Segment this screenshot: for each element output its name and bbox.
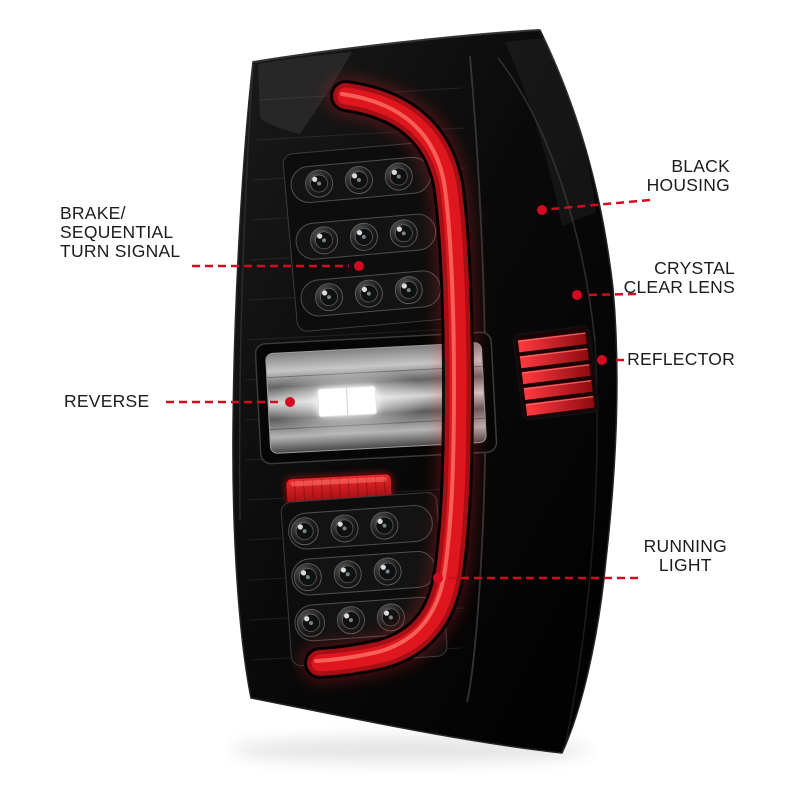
label-brake-sequential-turn-signal: BRAKE/ SEQUENTIAL TURN SIGNAL xyxy=(60,203,181,261)
running-light-bar xyxy=(301,77,478,682)
label-reverse: REVERSE xyxy=(64,391,150,411)
label-crystal-clear-lens: CRYSTAL CLEAR LENS xyxy=(623,258,735,297)
lens-sheen xyxy=(258,52,352,134)
label-black-housing: BLACK HOUSING xyxy=(646,156,730,195)
side-reflector xyxy=(512,325,600,421)
label-running-light: RUNNING LIGHT xyxy=(643,536,727,575)
reverse-light xyxy=(254,331,498,465)
bottom-led-cluster xyxy=(280,492,448,667)
label-reflector: REFLECTOR xyxy=(627,349,735,369)
brake-led-cluster xyxy=(282,141,450,332)
